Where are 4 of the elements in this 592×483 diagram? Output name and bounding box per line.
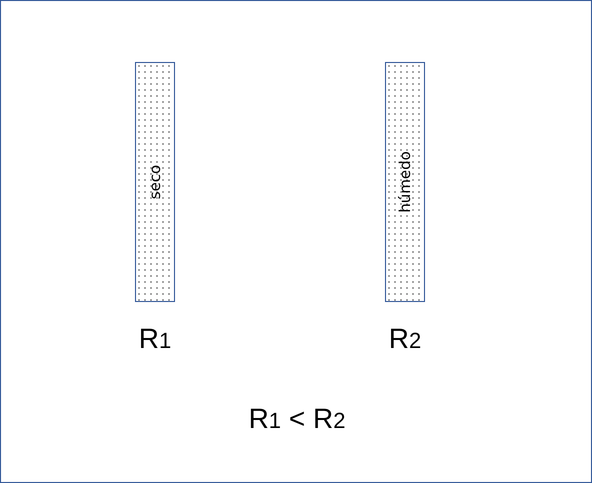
bar-label: seco [146, 164, 164, 200]
dotted-bar [385, 62, 425, 302]
dotted-bar [135, 62, 175, 302]
bar-label: húmedo [396, 151, 414, 213]
